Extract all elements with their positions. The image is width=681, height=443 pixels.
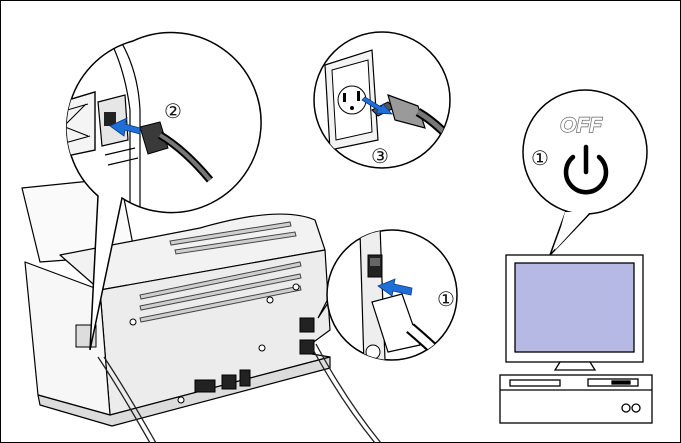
computer	[499, 254, 653, 424]
monitor-screen	[514, 262, 635, 353]
printer-vents	[139, 221, 302, 323]
callout-off: OFF ①	[522, 89, 648, 256]
outlet-plug	[387, 94, 426, 129]
open-cover	[66, 91, 96, 161]
power-icon	[563, 144, 609, 195]
step-number-switch: ①	[437, 287, 455, 311]
printer-top	[59, 213, 326, 291]
connector-plug	[139, 121, 169, 155]
step-number-connector: ②	[164, 99, 182, 123]
printer-cables	[97, 343, 382, 443]
printer-details	[75, 283, 315, 404]
callout-switch: ①	[317, 229, 458, 361]
arrow-icon	[109, 117, 141, 137]
arrow-icon	[361, 96, 393, 115]
step-number-computer: ①	[531, 146, 549, 170]
callout-connector: ②	[65, 31, 262, 351]
callout-outlet: ③	[313, 31, 451, 169]
step-number-outlet: ③	[371, 144, 389, 168]
arrow-icon	[377, 278, 413, 297]
off-label: OFF	[560, 114, 603, 137]
